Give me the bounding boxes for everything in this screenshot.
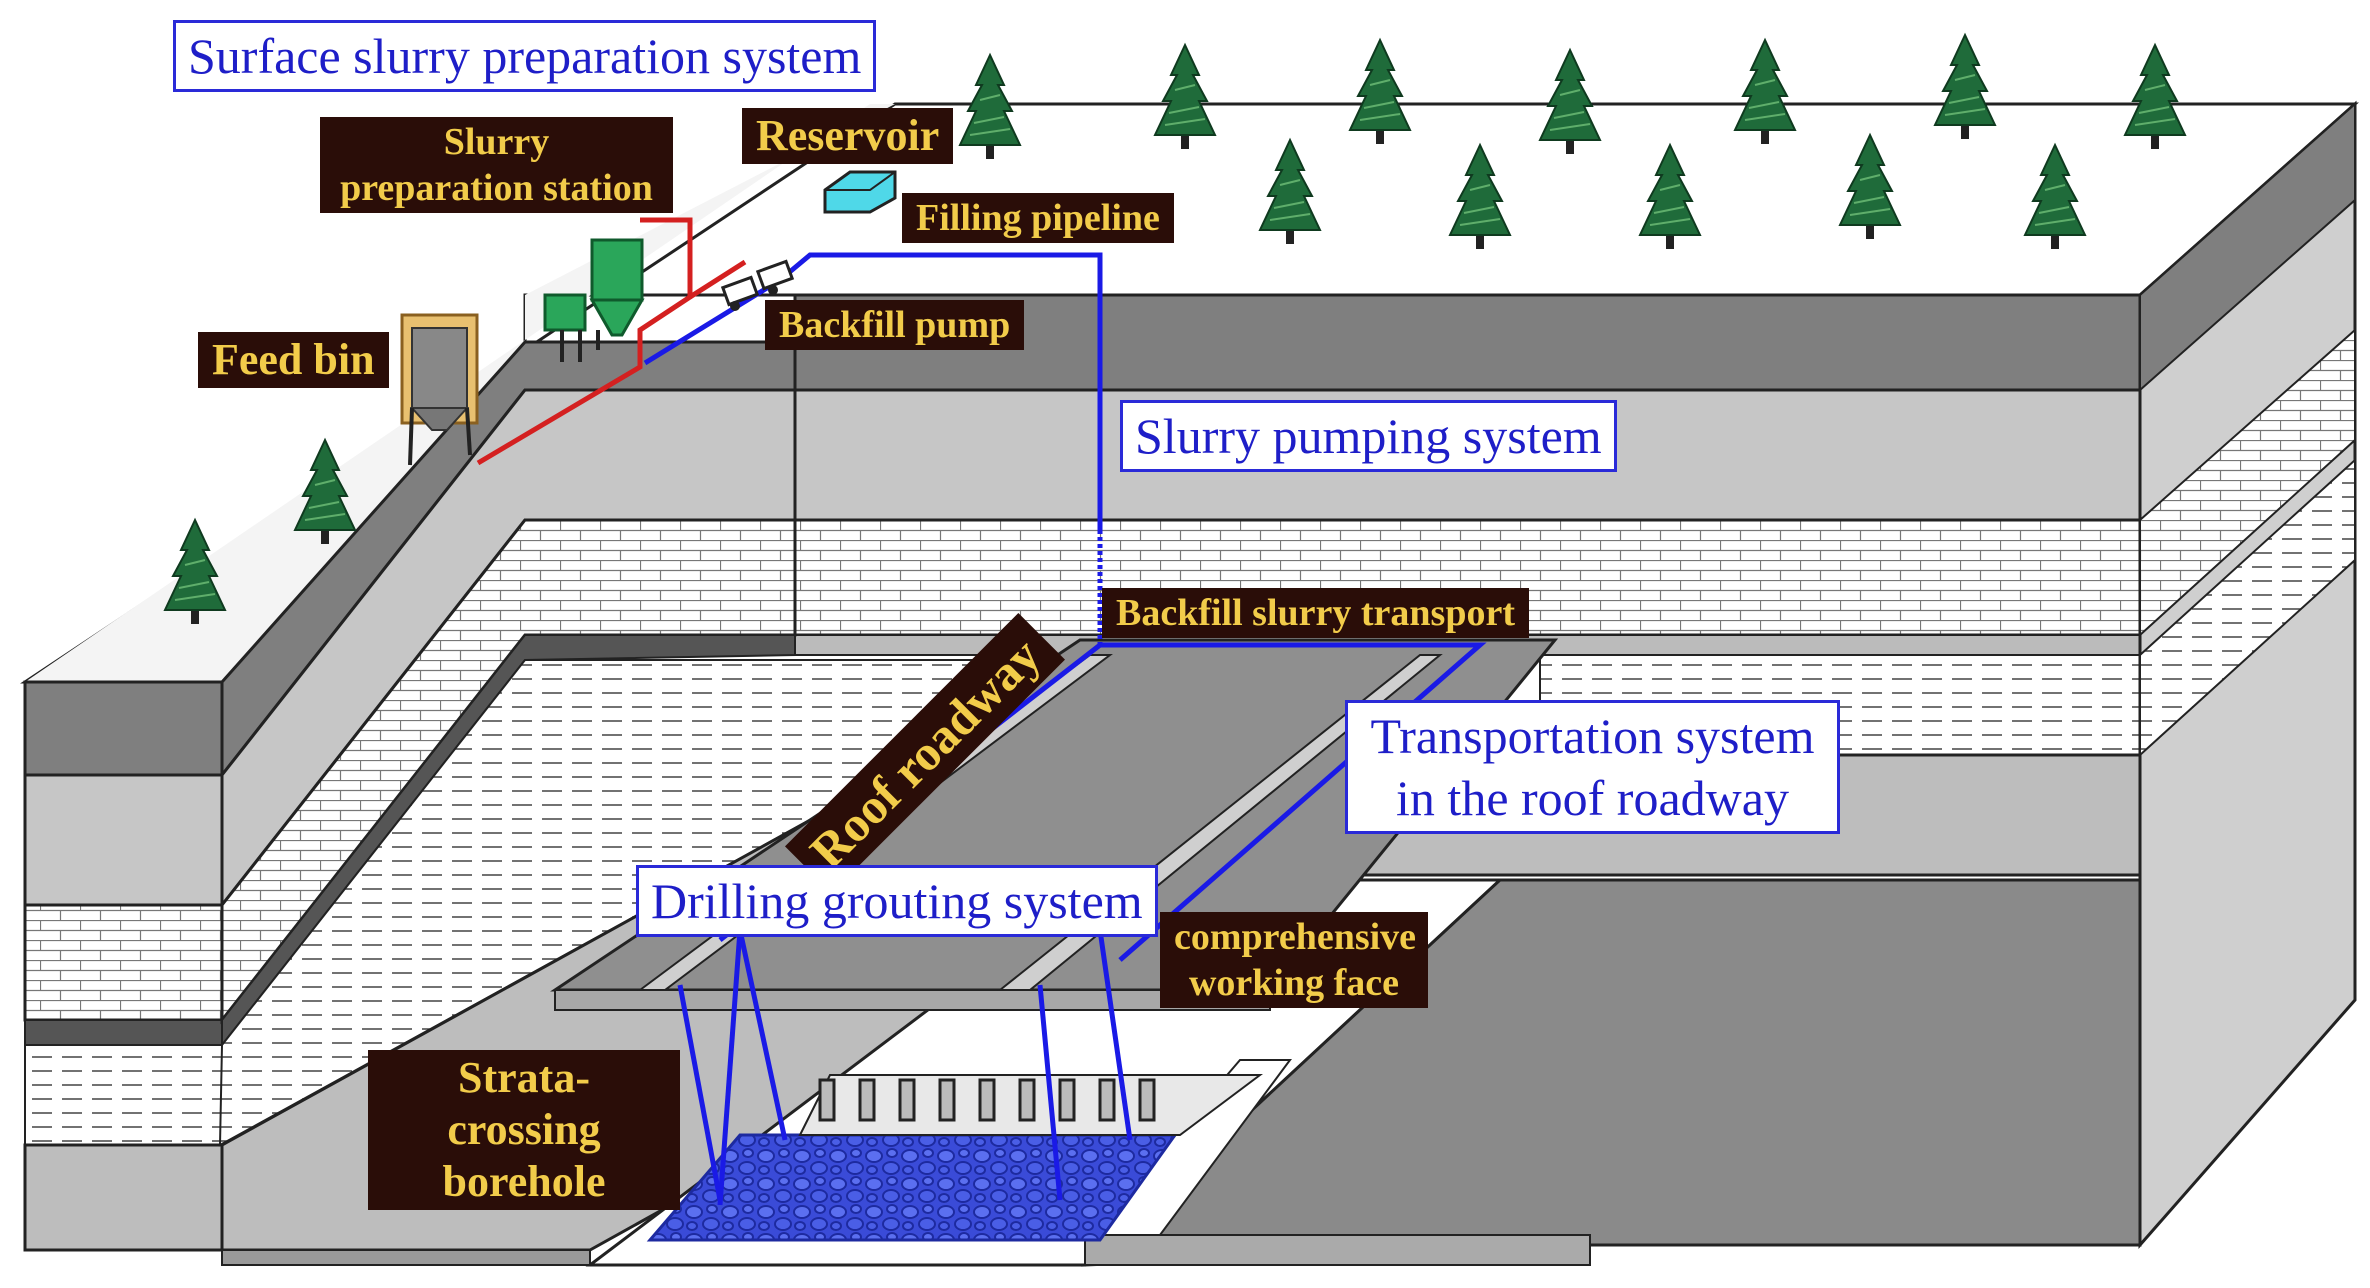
reservoir-icon [823,170,897,214]
borehole-left-1 [717,929,743,1206]
backfill-pump-label: Backfill pump [765,300,1025,350]
red-pipeline [476,217,693,466]
surface-system-label: Surface slurry preparation system [173,20,877,92]
tree-icon [1539,49,1601,155]
left-front-brick [23,903,224,1022]
backfill-pump-icon [720,259,795,311]
red-pipeline-upper [688,259,747,300]
slurry-pumping-system-label: Slurry pumping system [1120,400,1617,472]
borehole-line1: Strata-crossing [447,1053,601,1154]
goaf-fill-zone [646,1133,1178,1242]
left-front-bottom [23,1143,224,1252]
slurry-station-line1: Slurry [443,121,550,163]
left-front-top [23,680,224,777]
slurry-station-label: Slurry preparation station [320,117,673,213]
working-face-label: comprehensive working face [1160,912,1428,1008]
tree-icon [1154,44,1216,150]
feed-bin-label: Feed bin [198,332,389,388]
mine-slab-front [1084,1234,1591,1266]
right-side-dash [2139,457,2356,758]
borehole-left-3 [737,929,788,1141]
right-side-brick [2139,327,2356,638]
slurry-station-line2: preparation station [340,167,653,209]
working-face-line1: comprehensive [1174,916,1417,958]
tree-icon [1349,39,1411,145]
borehole-right-2 [1037,984,1063,1201]
backfill-slurry-transport-label: Backfill slurry transport [1102,588,1529,638]
left-front-dash [24,1044,223,1146]
left-front-grey [23,773,224,907]
left-front-dark [24,1019,223,1046]
working-face-line2: working face [1188,962,1400,1004]
borehole-label: Strata-crossing borehole [368,1050,680,1210]
feed-bin-icon [400,313,479,466]
transport-system-label: Transportation system in the roof roadwa… [1345,700,1840,834]
tree-icon [2124,44,2186,150]
right-side-dark [2139,101,2356,393]
blue-pipeline-roadway [1100,642,1487,962]
transport-line2: in the roof roadway [1396,770,1789,826]
drilling-grouting-label: Drilling grouting system [636,865,1158,937]
borehole-left-2 [677,984,723,1201]
borehole-line2: borehole [442,1157,606,1206]
reservoir-label: Reservoir [742,108,954,164]
transport-line1: Transportation system [1370,708,1815,764]
hydraulic-supports [798,1074,1263,1136]
tree-icon [1934,34,1996,140]
front-edge [221,1249,591,1266]
tree-icon [1734,39,1796,145]
filling-pipeline-label: Filling pipeline [902,193,1174,243]
slurry-station-icon [543,238,645,362]
borehole-right-1 [1097,929,1133,1141]
